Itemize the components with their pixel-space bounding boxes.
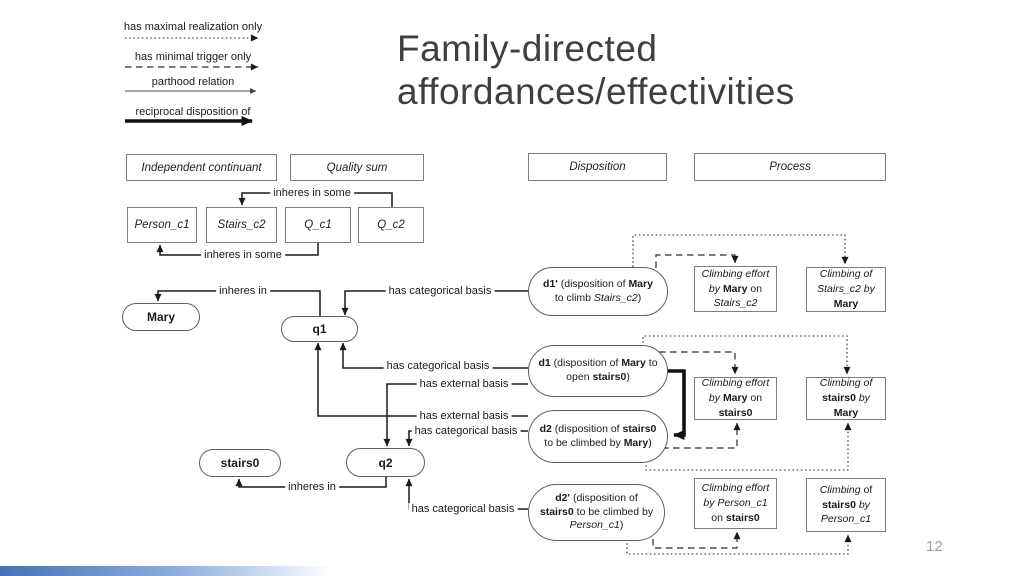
- edge-d1-trigger-climbing-effort-stairs0: [659, 351, 739, 375]
- edge-label-has-cat-basis-d1: has categorical basis: [383, 360, 493, 372]
- slide-title: Family-directed affordances/effectivitie…: [397, 28, 795, 114]
- class-box-person-c1: Person_c1: [127, 207, 197, 243]
- process-box-climbing-of-stairs-c2-by-mary: Climbing of Stairs_c2 by Mary: [806, 267, 886, 312]
- edge-label-inheres-in-some-bottom: inheres in some: [201, 249, 285, 261]
- legend-label-minimal-trigger: has minimal trigger only: [134, 51, 252, 63]
- edge-label-inheres-in-stairs0: inheres in: [285, 481, 339, 493]
- node-d1-prime: d1' (disposition of Mary to climb Stairs…: [528, 267, 668, 316]
- edge-label-inheres-in-mary: inheres in: [216, 285, 270, 297]
- legend-label-maximal-realization: has maximal realization only: [123, 21, 263, 33]
- process-box-climbing-effort-mary-stairs-c2: Climbing effort by Mary on Stairs_c2: [694, 266, 777, 312]
- legend-label-reciprocal: reciprocal disposition of: [135, 106, 251, 118]
- class-box-q-c2: Q_c2: [358, 207, 424, 243]
- class-box-disposition: Disposition: [528, 153, 667, 181]
- node-d2-prime: d2' (disposition of stairs0 to be climbe…: [528, 484, 665, 541]
- edge-d1p-trigger-climbing-effort-stairs-c2: [655, 254, 739, 268]
- edge-d2-trigger-climbing-effort-stairs0: [662, 422, 741, 449]
- class-box-independent-continuant: Independent continuant: [126, 154, 277, 181]
- edge-d1-realization-climbing-of-stairs0: [642, 335, 851, 375]
- edge-label-has-cat-basis-d2p: has categorical basis: [408, 503, 518, 515]
- process-box-climbing-effort-mary-stairs0: Climbing effort by Mary on stairs0: [694, 377, 777, 420]
- edge-d2p-trigger-climbing-effort-person: [652, 531, 741, 549]
- edge-label-has-ext-basis-d1: has external basis: [416, 378, 512, 390]
- legend-label-parthood: parthood relation: [151, 76, 235, 88]
- class-box-process: Process: [694, 153, 886, 181]
- class-box-quality-sum: Quality sum: [290, 154, 424, 181]
- bottom-accent-bar: [0, 566, 332, 576]
- edge-label-has-ext-basis-d2: has external basis: [416, 410, 512, 422]
- process-box-climbing-of-stairs0-by-mary: Climbing of stairs0 by Mary: [806, 377, 886, 420]
- edge-d1p-realization-climbing-of-stairs-c2: [632, 234, 849, 267]
- page-number: 12: [926, 538, 943, 555]
- slide-title-line1: Family-directed: [397, 28, 658, 69]
- edge-label-has-cat-basis-d2: has categorical basis: [411, 425, 521, 437]
- node-q1: q1: [281, 316, 358, 342]
- node-d2: d2 (disposition of stairs0 to be climbed…: [528, 410, 668, 463]
- process-box-climbing-effort-person-c1-stairs0: Climbing effort by Person_c1 on stairs0: [694, 478, 777, 529]
- class-box-stairs-c2: Stairs_c2: [206, 207, 277, 243]
- class-box-q-c1: Q_c1: [285, 207, 351, 243]
- node-q2: q2: [346, 448, 425, 477]
- edge-label-has-cat-basis-d1p: has categorical basis: [385, 285, 495, 297]
- node-stairs0: stairs0: [199, 449, 281, 477]
- node-mary: Mary: [122, 303, 200, 331]
- slide-title-line2: affordances/effectivities: [397, 70, 795, 112]
- node-d1: d1 (disposition of Mary to open stairs0): [528, 345, 668, 397]
- edge-label-inheres-in-some-top: inheres in some: [270, 187, 354, 199]
- process-box-climbing-of-stairs0-by-person-c1: Climbing of stairs0 by Person_c1: [806, 478, 886, 532]
- edge-d1-reciprocal-d2: [665, 369, 686, 440]
- edge-d2-realization-climbing-of-stairs0: [645, 422, 852, 471]
